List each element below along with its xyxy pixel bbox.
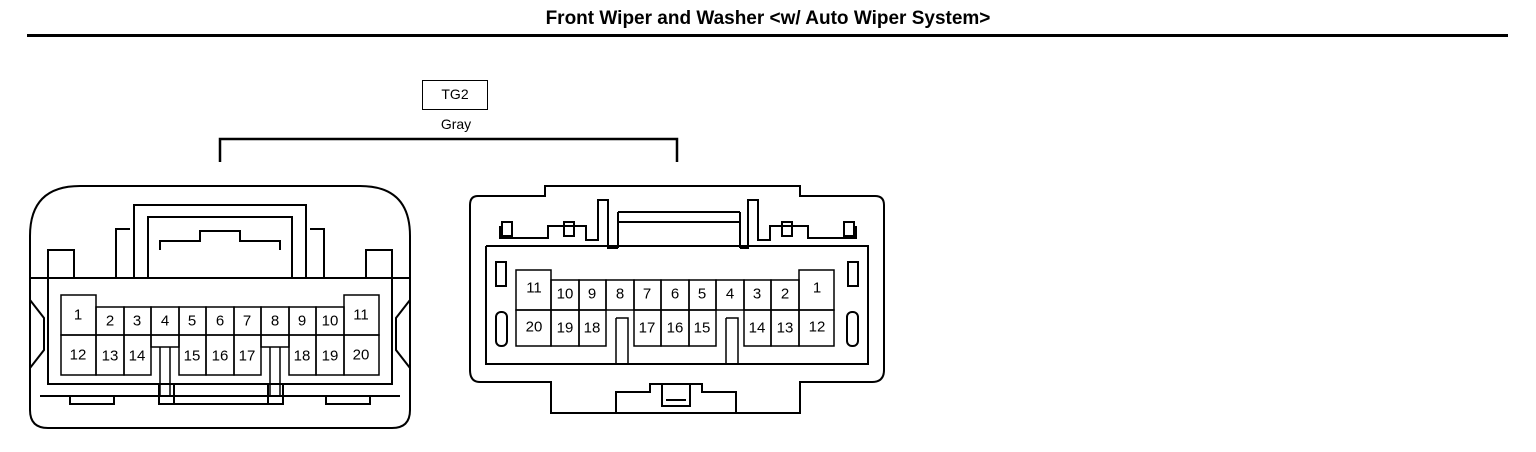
right-pin-label: 2 (781, 286, 789, 303)
left-pin-label: 16 (212, 348, 229, 365)
right-connector-cavities (515, 269, 835, 364)
connector-color-label: Gray (440, 116, 472, 132)
left-pin-label: 11 (353, 307, 369, 324)
right-pin-label: 11 (526, 280, 542, 297)
right-pin-label: 6 (671, 286, 679, 303)
right-pin-label: 9 (588, 286, 596, 303)
right-pin-label: 14 (749, 320, 766, 337)
left-pin-label: 14 (129, 348, 146, 365)
right-pin-label: 18 (584, 320, 601, 337)
left-pin-label: 7 (243, 313, 251, 330)
left-pin-label: 17 (239, 348, 256, 365)
left-pin-label: 2 (106, 313, 114, 330)
right-pin-label: 1 (813, 280, 821, 297)
left-pin-label: 18 (294, 348, 311, 365)
left-pin-label: 20 (353, 347, 370, 364)
left-pin-label: 5 (188, 313, 196, 330)
right-pin-label: 20 (526, 319, 543, 336)
title-rule (27, 34, 1508, 37)
right-pin-label: 16 (667, 320, 684, 337)
right-pin-label: 19 (557, 320, 574, 337)
connector-bracket (218, 137, 679, 162)
left-pin-label: 3 (133, 313, 141, 330)
left-pin-label: 1 (74, 307, 82, 324)
left-pin-label: 6 (216, 313, 224, 330)
right-pin-label: 8 (616, 286, 624, 303)
diagram-title: Front Wiper and Washer <w/ Auto Wiper Sy… (545, 8, 991, 29)
left-pin-label: 4 (161, 313, 169, 330)
right-pin-label: 3 (753, 286, 761, 303)
left-pin-label: 15 (184, 348, 201, 365)
left-pin-label: 19 (322, 348, 339, 365)
connector-code-box: TG2 (422, 80, 488, 110)
right-pin-label: 7 (643, 286, 651, 303)
left-connector-cavities (60, 294, 380, 397)
left-pin-label: 9 (298, 313, 306, 330)
right-connector-housing (469, 185, 885, 414)
left-pin-label: 12 (70, 347, 87, 364)
right-pin-label: 4 (726, 286, 734, 303)
right-pin-label: 10 (557, 286, 574, 303)
right-pin-label: 15 (694, 320, 711, 337)
right-pin-label: 5 (698, 286, 706, 303)
left-pin-label: 13 (102, 348, 119, 365)
right-pin-label: 12 (809, 319, 826, 336)
left-pin-label: 8 (271, 313, 279, 330)
left-pin-label: 10 (322, 313, 339, 330)
left-connector-housing (29, 185, 411, 429)
right-pin-label: 17 (639, 320, 656, 337)
right-pin-label: 13 (777, 320, 794, 337)
